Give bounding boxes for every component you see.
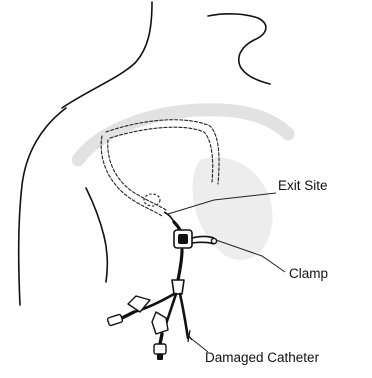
clavicle-arc [78,110,288,160]
subcutaneous-segment-b [101,136,162,216]
neck-left-outline [62,2,152,108]
catheter-lower-tube [178,250,182,280]
label-clamp: Clamp [289,266,328,281]
label-damaged-catheter: Damaged Catheter [205,350,320,365]
label-exit-site: Exit Site [278,178,328,193]
lumen-damaged [180,294,192,342]
subcutaneous-segment-a [108,140,166,210]
shoulder-outline [19,108,66,305]
bifurcation-hub [172,280,184,294]
armpit-outline [86,188,107,282]
neck-right-outline [208,14,270,84]
heart-shape [193,157,273,260]
